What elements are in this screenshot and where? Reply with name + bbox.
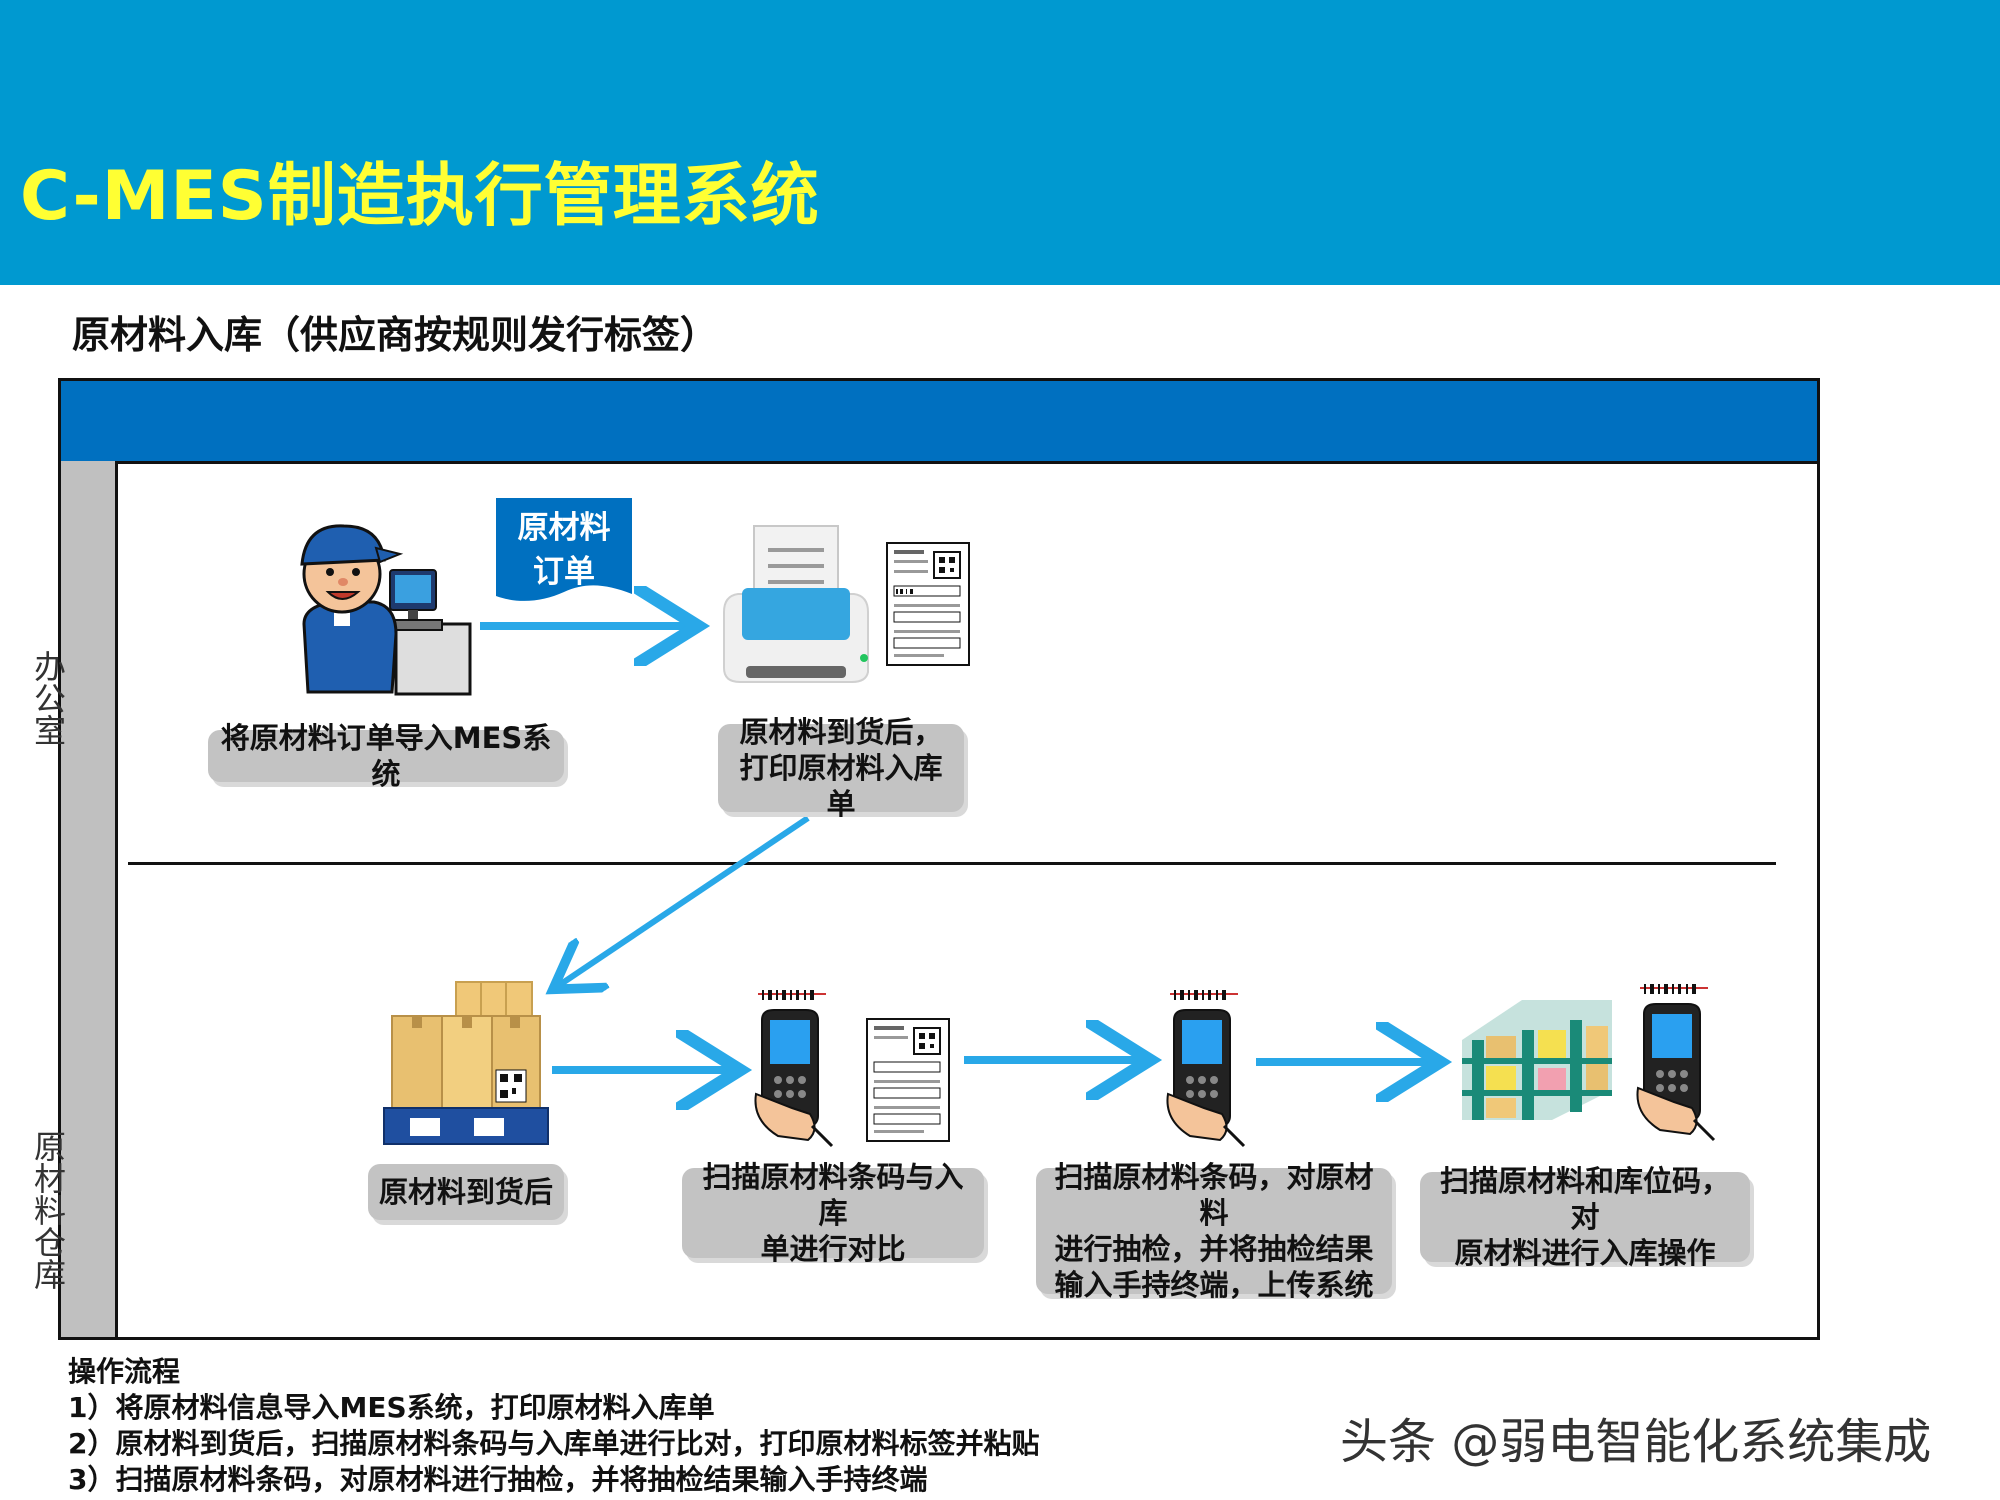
arrow-print-to-arrival (558, 815, 810, 986)
handheld-scanner-icon (1166, 990, 1246, 1148)
handheld-scanner-icon (754, 990, 834, 1148)
page-title: C-MES制造执行管理系统 (20, 157, 820, 236)
operation-item: 1）将原材料信息导入MES系统，打印原材料入库单 (68, 1391, 715, 1424)
order-tag-text: 原材料 订单 (517, 510, 611, 590)
lane-sidebar (61, 461, 118, 1337)
watermark: 头条 @弱电智能化系统集成 (1340, 1414, 1932, 1470)
lane-divider (128, 862, 1776, 865)
step-caption-scan-inspect: 扫描原材料条码，对原材料 进行抽检，并将抽检结果 输入手持终端，上传系统 (1036, 1160, 1392, 1302)
step-caption-scan-compare: 扫描原材料条码与入库 单进行对比 (682, 1160, 984, 1266)
operation-item: 3）扫描原材料条码，对原材料进行抽检，并将抽检结果输入手持终端 (68, 1463, 928, 1496)
lane-label-office: 办公室 (29, 650, 67, 746)
printer-icon (723, 525, 869, 683)
order-document-tag: 原材料 订单 (496, 498, 632, 606)
worker-computer-icon (300, 524, 472, 696)
pallet-boxes-icon (383, 981, 549, 1145)
header-bar: C-MES制造执行管理系统 (0, 0, 2000, 285)
lane-label-warehouse: 原材料仓库 (29, 1130, 67, 1290)
document-shape-icon (496, 498, 632, 601)
step-caption-arrival: 原材料到货后 (368, 1164, 564, 1220)
operation-heading: 操作流程 (68, 1355, 181, 1388)
step-caption-store: 扫描原材料和库位码，对 原材料进行入库操作 (1420, 1164, 1750, 1270)
step-caption-import-order: 将原材料订单导入MES系统 (208, 721, 564, 791)
operation-item: 2）原材料到货后，扫描原材料条码与入库单进行比对，打印原材料标签并粘贴 (68, 1427, 1040, 1460)
step-caption-print-receipt: 原材料到货后， 打印原材料入库单 (718, 715, 964, 821)
handheld-scanner-icon (1636, 984, 1716, 1142)
frame-header-bar (61, 381, 1817, 464)
section-title: 原材料入库（供应商按规则发行标签） (72, 313, 719, 357)
receipt-document-icon (886, 542, 970, 666)
warehouse-shelf-icon (1462, 1000, 1612, 1120)
operation-notes: 操作流程 1）将原材料信息导入MES系统，打印原材料入库单 2）原材料到货后，扫… (68, 1354, 1328, 1498)
receipt-document-icon (866, 1018, 950, 1142)
